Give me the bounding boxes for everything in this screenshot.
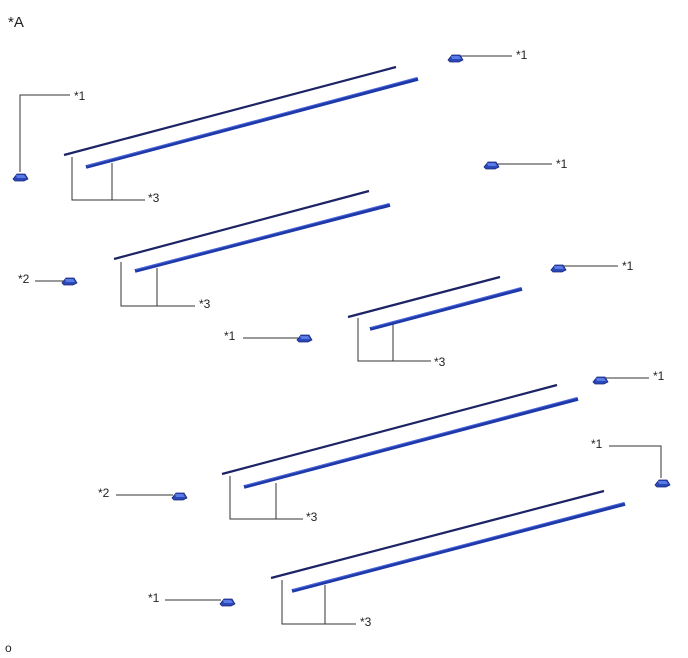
leader-line [19,94,70,172]
outer-rail-1 [63,65,397,157]
leader-line [281,580,356,625]
outer-rail-2 [113,189,370,261]
clip-icon [12,173,29,182]
clip-group-7: *1 [592,369,665,385]
moulding-pair-5: *3 [270,489,626,629]
leader-line [609,445,662,478]
clip-group-9: *2 [98,486,188,501]
clip-icon [171,492,188,501]
callout-clip: *1 [224,329,236,343]
clip-icon [219,598,236,607]
footer-mark: o [5,641,12,655]
callout-moulding: *3 [360,615,372,629]
outer-rail-3 [347,275,501,319]
view-label: *A [8,14,24,31]
clip-group-8: *1 [591,437,671,488]
leader-line [71,157,145,201]
outer-rail-4 [221,383,558,476]
clip-group-3: *1 [483,157,568,171]
clip-group-2: *1 [12,89,86,182]
inner-rail-4 [243,397,579,489]
inner-rail-3 [369,287,523,331]
leader-line [229,476,303,520]
clip-icon [483,161,500,170]
callout-moulding: *3 [434,355,446,369]
callout-clip: *1 [556,157,568,171]
inner-rail-1 [85,77,419,169]
callout-clip: *1 [622,259,634,273]
inner-rail-5 [291,502,626,593]
callout-clip-alt: *2 [98,486,110,500]
moulding-pair-4: *3 [221,383,579,524]
callout-clip: *1 [74,89,86,103]
callout-clip-alt: *2 [18,272,30,286]
clip-group-10: *1 [148,591,236,607]
clip-icon [296,334,313,343]
clip-group-5: *1 [550,259,634,273]
clip-group-4: *2 [18,272,78,286]
clip-group-6: *1 [224,329,313,343]
moulding-pair-2: *3 [113,189,391,311]
callout-moulding: *3 [199,297,211,311]
clip-icon [447,54,464,63]
inner-rail-2 [134,203,391,273]
clip-icon [654,479,671,488]
leader-line [357,318,431,362]
outer-rail-5 [270,489,605,580]
callout-clip: *1 [516,48,528,62]
moulding-pair-3: *3 [347,275,523,369]
callout-moulding: *3 [148,191,160,205]
clip-group-1: *1 [447,48,528,63]
callout-clip: *1 [591,437,603,451]
clip-icon [61,277,78,286]
leader-line [120,262,195,307]
moulding-pair-1: *3 [63,65,419,205]
callout-clip: *1 [653,369,665,383]
callout-moulding: *3 [306,510,318,524]
callout-clip: *1 [148,591,160,605]
